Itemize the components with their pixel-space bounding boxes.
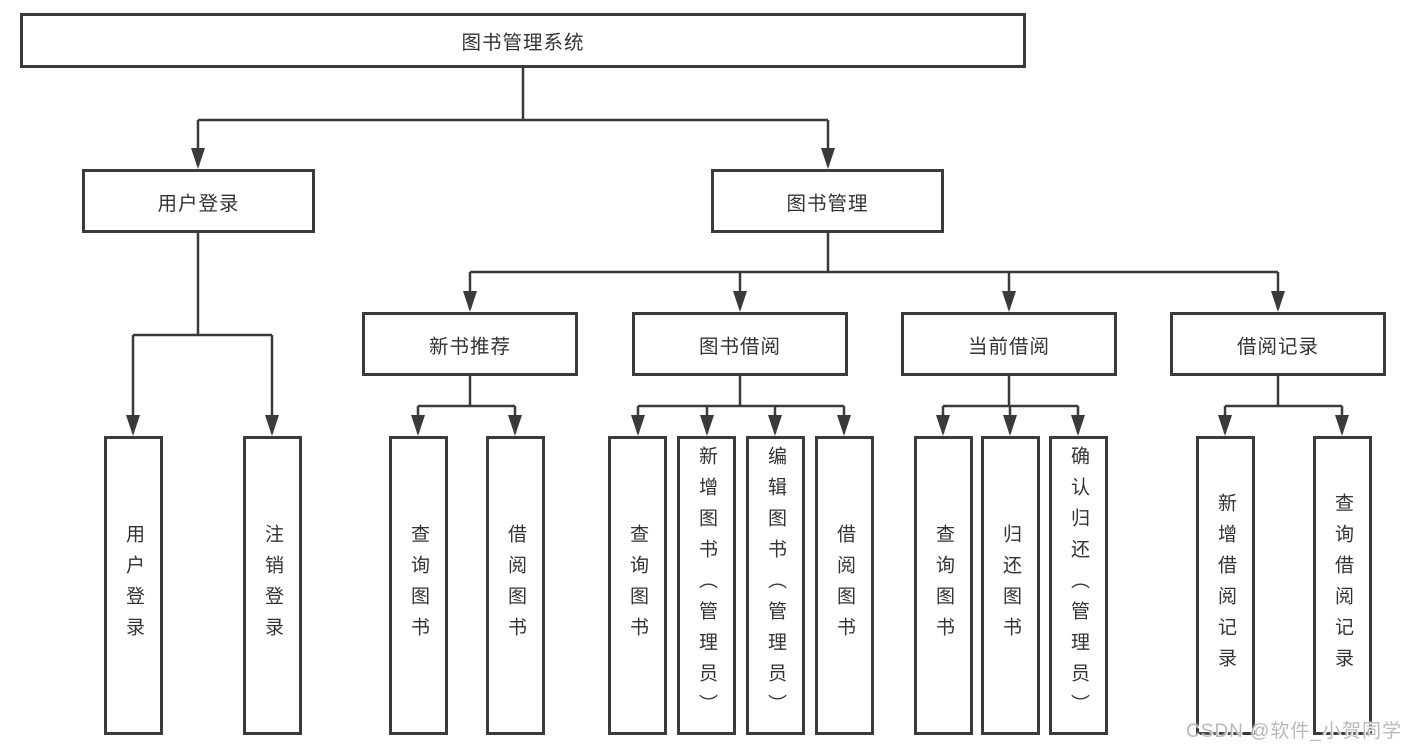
leaf-confirm-return-admin-label: 确认归还（管理员） — [1068, 446, 1089, 725]
arrowhead-icon — [733, 291, 747, 312]
arrowhead-icon — [700, 415, 714, 436]
arrowhead-icon — [191, 148, 205, 169]
leaf-borrow-book-1-label: 借阅图书 — [505, 523, 526, 648]
leaf-add-book-admin-label: 新增图书（管理员） — [696, 446, 717, 725]
arrowhead-icon — [1003, 415, 1017, 436]
node-root: 图书管理系统 — [20, 13, 1026, 68]
arrowhead-icon — [265, 415, 279, 436]
arrowhead-icon — [463, 291, 477, 312]
arrowhead-icon — [508, 415, 522, 436]
leaf-user-login-label: 用户登录 — [123, 523, 144, 648]
node-user-login: 用户登录 — [82, 169, 315, 233]
node-borrow-records: 借阅记录 — [1170, 312, 1386, 376]
node-book-management-label: 图书管理 — [786, 192, 869, 215]
leaf-logout-label: 注销登录 — [262, 523, 283, 648]
leaf-query-book-1-label: 查询图书 — [408, 523, 429, 648]
node-user-login-label: 用户登录 — [157, 192, 240, 215]
leaf-return-book: 归还图书 — [981, 436, 1040, 735]
node-new-book-recommend: 新书推荐 — [362, 312, 578, 376]
arrowhead-icon — [126, 415, 140, 436]
leaf-query-book-2: 查询图书 — [608, 436, 667, 735]
leaf-query-book-2-label: 查询图书 — [627, 523, 648, 648]
node-new-book-recommend-label: 新书推荐 — [428, 335, 511, 358]
leaf-edit-book-admin: 编辑图书（管理员） — [746, 436, 805, 735]
leaf-user-login: 用户登录 — [104, 436, 163, 735]
arrowhead-icon — [1218, 415, 1232, 436]
arrowhead-icon — [936, 415, 950, 436]
arrowheads — [126, 148, 1349, 436]
leaf-add-borrow-record: 新增借阅记录 — [1196, 436, 1255, 735]
leaf-add-borrow-record-label: 新增借阅记录 — [1215, 492, 1236, 679]
arrowhead-icon — [837, 415, 851, 436]
leaf-borrow-book-2: 借阅图书 — [815, 436, 874, 735]
node-current-borrow: 当前借阅 — [901, 312, 1117, 376]
leaf-return-book-label: 归还图书 — [1000, 523, 1021, 648]
leaf-query-book-1: 查询图书 — [389, 436, 448, 735]
leaf-borrow-book-1: 借阅图书 — [486, 436, 545, 735]
node-root-label: 图书管理系统 — [461, 32, 585, 54]
leaf-logout: 注销登录 — [243, 436, 302, 735]
leaf-query-borrow-record: 查询借阅记录 — [1313, 436, 1372, 735]
leaf-query-book-3: 查询图书 — [914, 436, 973, 735]
node-borrow-records-label: 借阅记录 — [1236, 335, 1319, 358]
connector-path — [131, 68, 1344, 433]
arrowhead-icon — [821, 148, 835, 169]
arrowhead-icon — [631, 415, 645, 436]
node-book-management: 图书管理 — [711, 169, 944, 233]
node-current-borrow-label: 当前借阅 — [967, 335, 1050, 358]
leaf-confirm-return-admin: 确认归还（管理员） — [1049, 436, 1108, 735]
arrowhead-icon — [1271, 291, 1285, 312]
leaf-query-borrow-record-label: 查询借阅记录 — [1332, 492, 1353, 679]
leaf-query-book-3-label: 查询图书 — [933, 523, 954, 648]
leaf-borrow-book-2-label: 借阅图书 — [834, 523, 855, 648]
leaf-edit-book-admin-label: 编辑图书（管理员） — [765, 446, 786, 725]
node-book-borrow-label: 图书借阅 — [698, 335, 781, 358]
arrowhead-icon — [1071, 415, 1085, 436]
arrowhead-icon — [768, 415, 782, 436]
arrowhead-icon — [1002, 291, 1016, 312]
leaf-add-book-admin: 新增图书（管理员） — [677, 436, 736, 735]
arrowhead-icon — [411, 415, 425, 436]
node-book-borrow: 图书借阅 — [632, 312, 848, 376]
arrowhead-icon — [1335, 415, 1349, 436]
csdn-watermark: CSDN @软件_小贺同学 — [1186, 721, 1402, 742]
